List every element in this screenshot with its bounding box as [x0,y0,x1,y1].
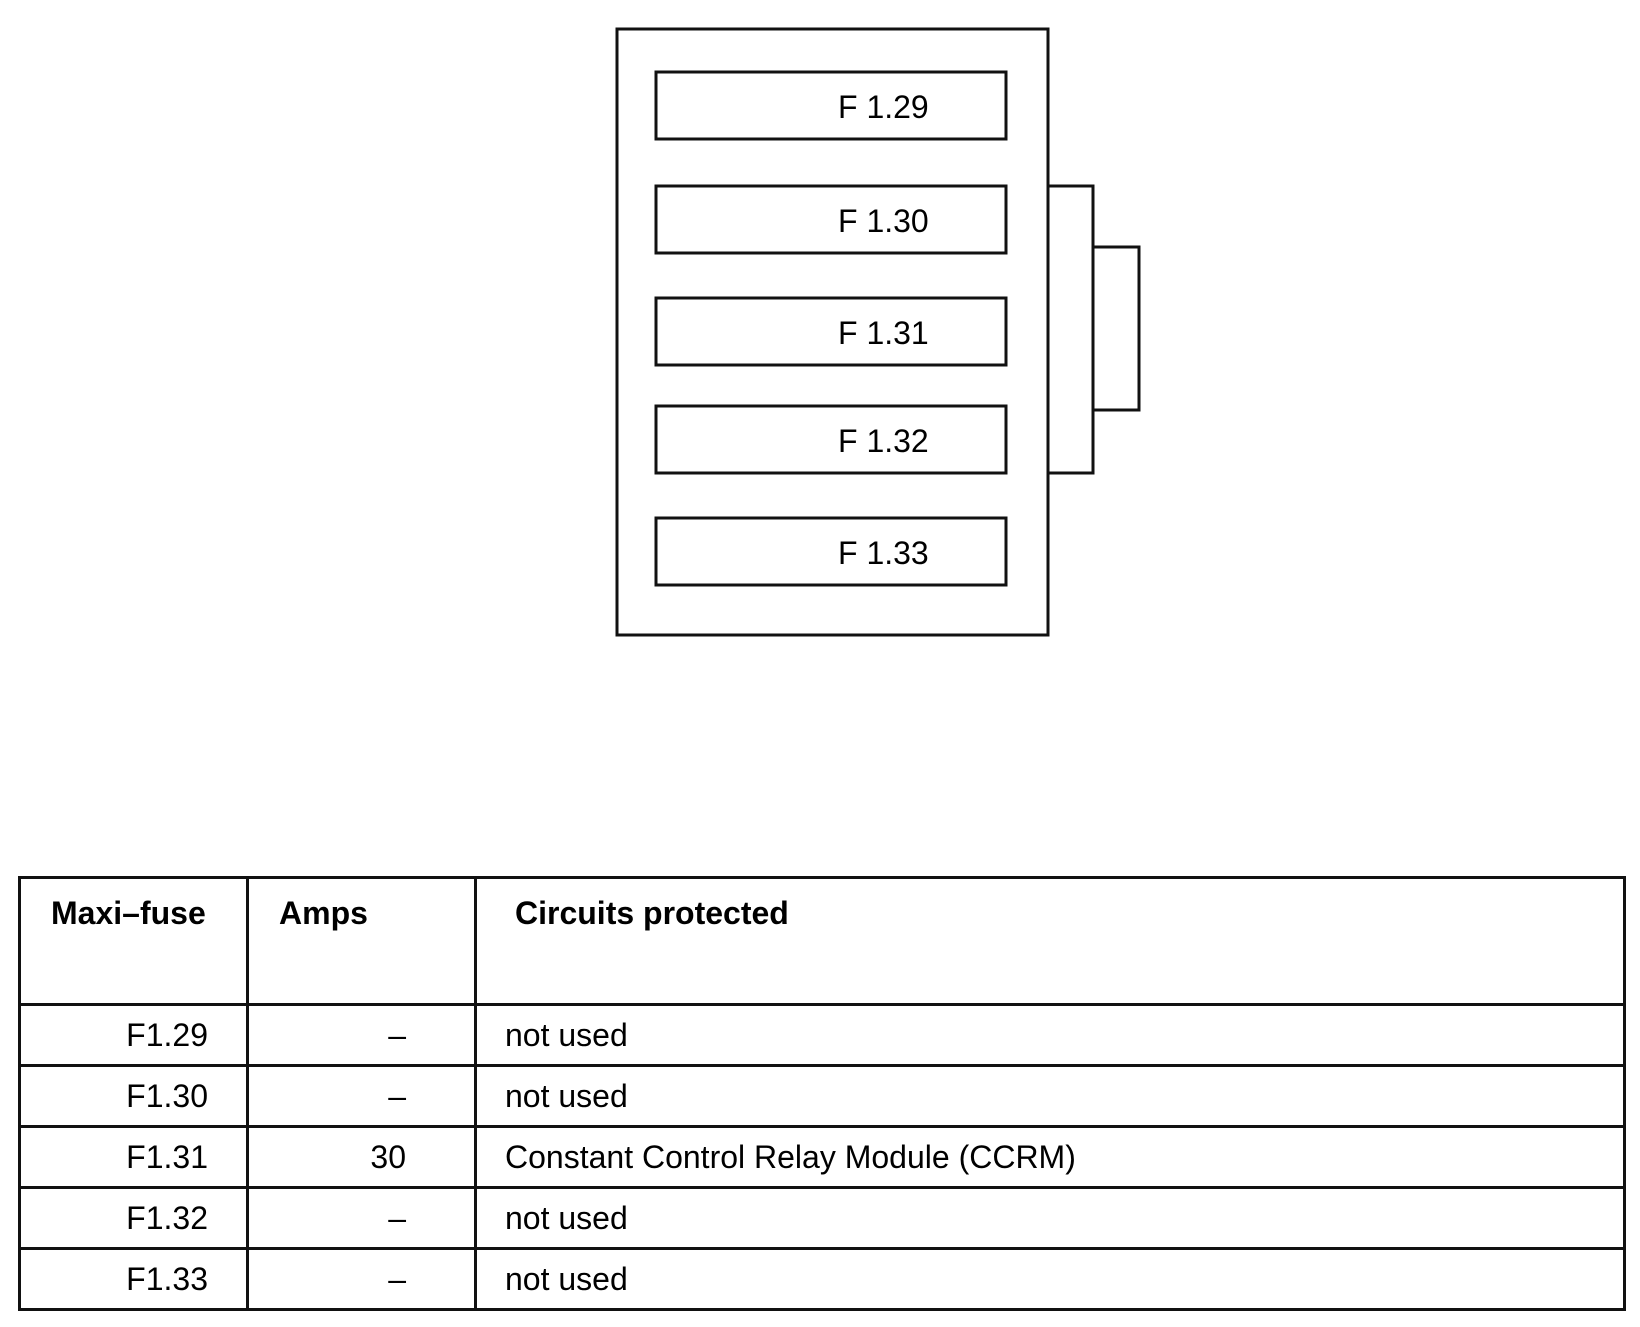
cell-fuse: F1.33 [18,1247,249,1311]
connector-inner [1093,245,1141,412]
cell-amps: – [246,1247,477,1311]
fuse-box-diagram: F 1.29 F 1.30 F 1.31 F 1.32 F 1.33 [615,27,1141,637]
fuse-slot-4 [654,404,1008,475]
cell-amps: – [246,1064,477,1128]
cell-amps: – [246,1186,477,1250]
fuse-table: Maxi–fuse Amps Circuits protected F1.29 … [18,876,1626,1311]
fuse-label: F 1.31 [838,315,929,351]
fuse-slot-5 [654,516,1008,587]
fuse-slot-3 [654,296,1008,367]
cell-circuit: not used [474,1064,1626,1128]
column-header-circuits: Circuits protected [474,876,1626,1006]
table-row: F1.29 – not used [18,1003,1626,1067]
cell-fuse: F1.30 [18,1064,249,1128]
fuse-slot-1 [654,70,1008,141]
cell-circuit: not used [474,1247,1626,1311]
cell-circuit: not used [474,1003,1626,1067]
table-row: F1.30 – not used [18,1064,1626,1128]
cell-fuse: F1.31 [18,1125,249,1189]
fuse-label: F 1.29 [838,89,929,125]
cell-amps: – [246,1003,477,1067]
cell-amps: 30 [246,1125,477,1189]
table-header-row: Maxi–fuse Amps Circuits protected [18,876,1626,1006]
cell-fuse: F1.29 [18,1003,249,1067]
table-row: F1.32 – not used [18,1186,1626,1250]
column-header-amps: Amps [246,876,477,1006]
connector-outer [1048,184,1095,475]
cell-circuit: not used [474,1186,1626,1250]
column-header-maxi-fuse: Maxi–fuse [18,876,249,1006]
cell-circuit: Constant Control Relay Module (CCRM) [474,1125,1626,1189]
table-row: F1.33 – not used [18,1247,1626,1311]
cell-fuse: F1.32 [18,1186,249,1250]
fuse-box-housing [615,27,1050,637]
fuse-slot-2 [654,184,1008,255]
fuse-label: F 1.30 [838,203,929,239]
table-row: F1.31 30 Constant Control Relay Module (… [18,1125,1626,1189]
fuse-label: F 1.33 [838,535,929,571]
fuse-label: F 1.32 [838,423,929,459]
